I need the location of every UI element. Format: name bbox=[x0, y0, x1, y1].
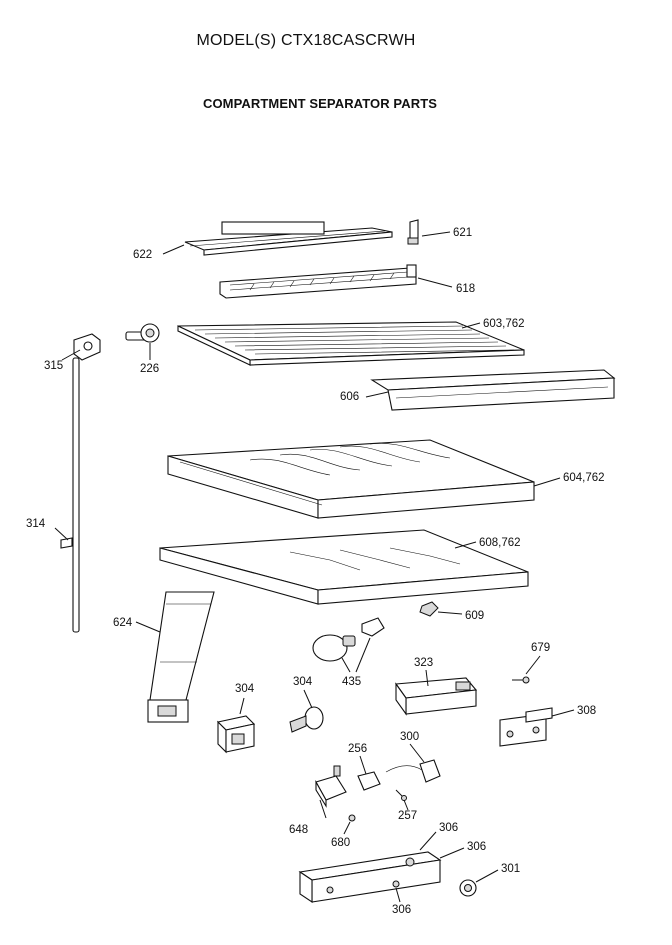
part-679-screw bbox=[512, 676, 530, 684]
section-title: COMPARTMENT SEPARATOR PARTS bbox=[202, 96, 438, 111]
label-618: 618 bbox=[456, 283, 475, 295]
label-679: 679 bbox=[531, 642, 550, 654]
part-301-grommet bbox=[459, 879, 477, 897]
label-435: 435 bbox=[342, 676, 361, 688]
label-226: 226 bbox=[140, 363, 159, 375]
label-257: 257 bbox=[398, 810, 417, 822]
part-323-control bbox=[394, 677, 478, 716]
label-680: 680 bbox=[331, 837, 350, 849]
part-622-cover bbox=[184, 221, 393, 256]
part-608-separator bbox=[159, 529, 529, 605]
part-304-housing bbox=[216, 715, 256, 754]
part-300-motor bbox=[385, 759, 441, 783]
part-315-rod bbox=[72, 333, 101, 633]
model-title: MODEL(S) CTX18CASCRWH bbox=[196, 32, 416, 49]
part-648-timer bbox=[315, 765, 347, 808]
label-306-top: 306 bbox=[439, 822, 458, 834]
part-621-sensor bbox=[407, 219, 419, 245]
part-256-relay bbox=[357, 771, 381, 791]
label-304-switch: 304 bbox=[293, 676, 313, 688]
part-624-duct bbox=[147, 591, 215, 723]
label-301: 301 bbox=[501, 863, 520, 875]
label-314: 314 bbox=[26, 518, 46, 530]
label-306-bottom: 306 bbox=[392, 904, 411, 916]
label-323: 323 bbox=[414, 657, 433, 669]
label-315: 315 bbox=[44, 360, 63, 372]
part-226-knob bbox=[125, 323, 160, 343]
label-603-762: 603,762 bbox=[483, 318, 525, 330]
part-680-screw bbox=[348, 814, 356, 822]
label-300: 300 bbox=[400, 731, 419, 743]
part-606-cover bbox=[370, 369, 616, 411]
part-314-clip bbox=[60, 537, 73, 549]
label-256: 256 bbox=[348, 743, 367, 755]
label-604-762: 604,762 bbox=[563, 472, 605, 484]
label-621: 621 bbox=[453, 227, 472, 239]
part-306-bracket bbox=[298, 851, 442, 904]
label-306-right: 306 bbox=[467, 841, 486, 853]
part-604-separator bbox=[167, 439, 535, 519]
label-622: 622 bbox=[133, 249, 152, 261]
part-308-bracket bbox=[499, 707, 553, 747]
part-304-switch bbox=[289, 706, 324, 733]
part-435-lamp bbox=[312, 617, 385, 662]
label-304-left: 304 bbox=[235, 683, 255, 695]
label-308: 308 bbox=[577, 705, 596, 717]
label-606: 606 bbox=[340, 391, 359, 403]
label-609: 609 bbox=[465, 610, 484, 622]
part-257-screw bbox=[395, 789, 407, 801]
label-624: 624 bbox=[113, 617, 133, 629]
part-618-rail bbox=[219, 264, 417, 299]
part-603-grille bbox=[177, 321, 525, 366]
part-609-clip bbox=[419, 601, 439, 617]
label-608-762: 608,762 bbox=[479, 537, 521, 549]
label-648: 648 bbox=[289, 824, 308, 836]
